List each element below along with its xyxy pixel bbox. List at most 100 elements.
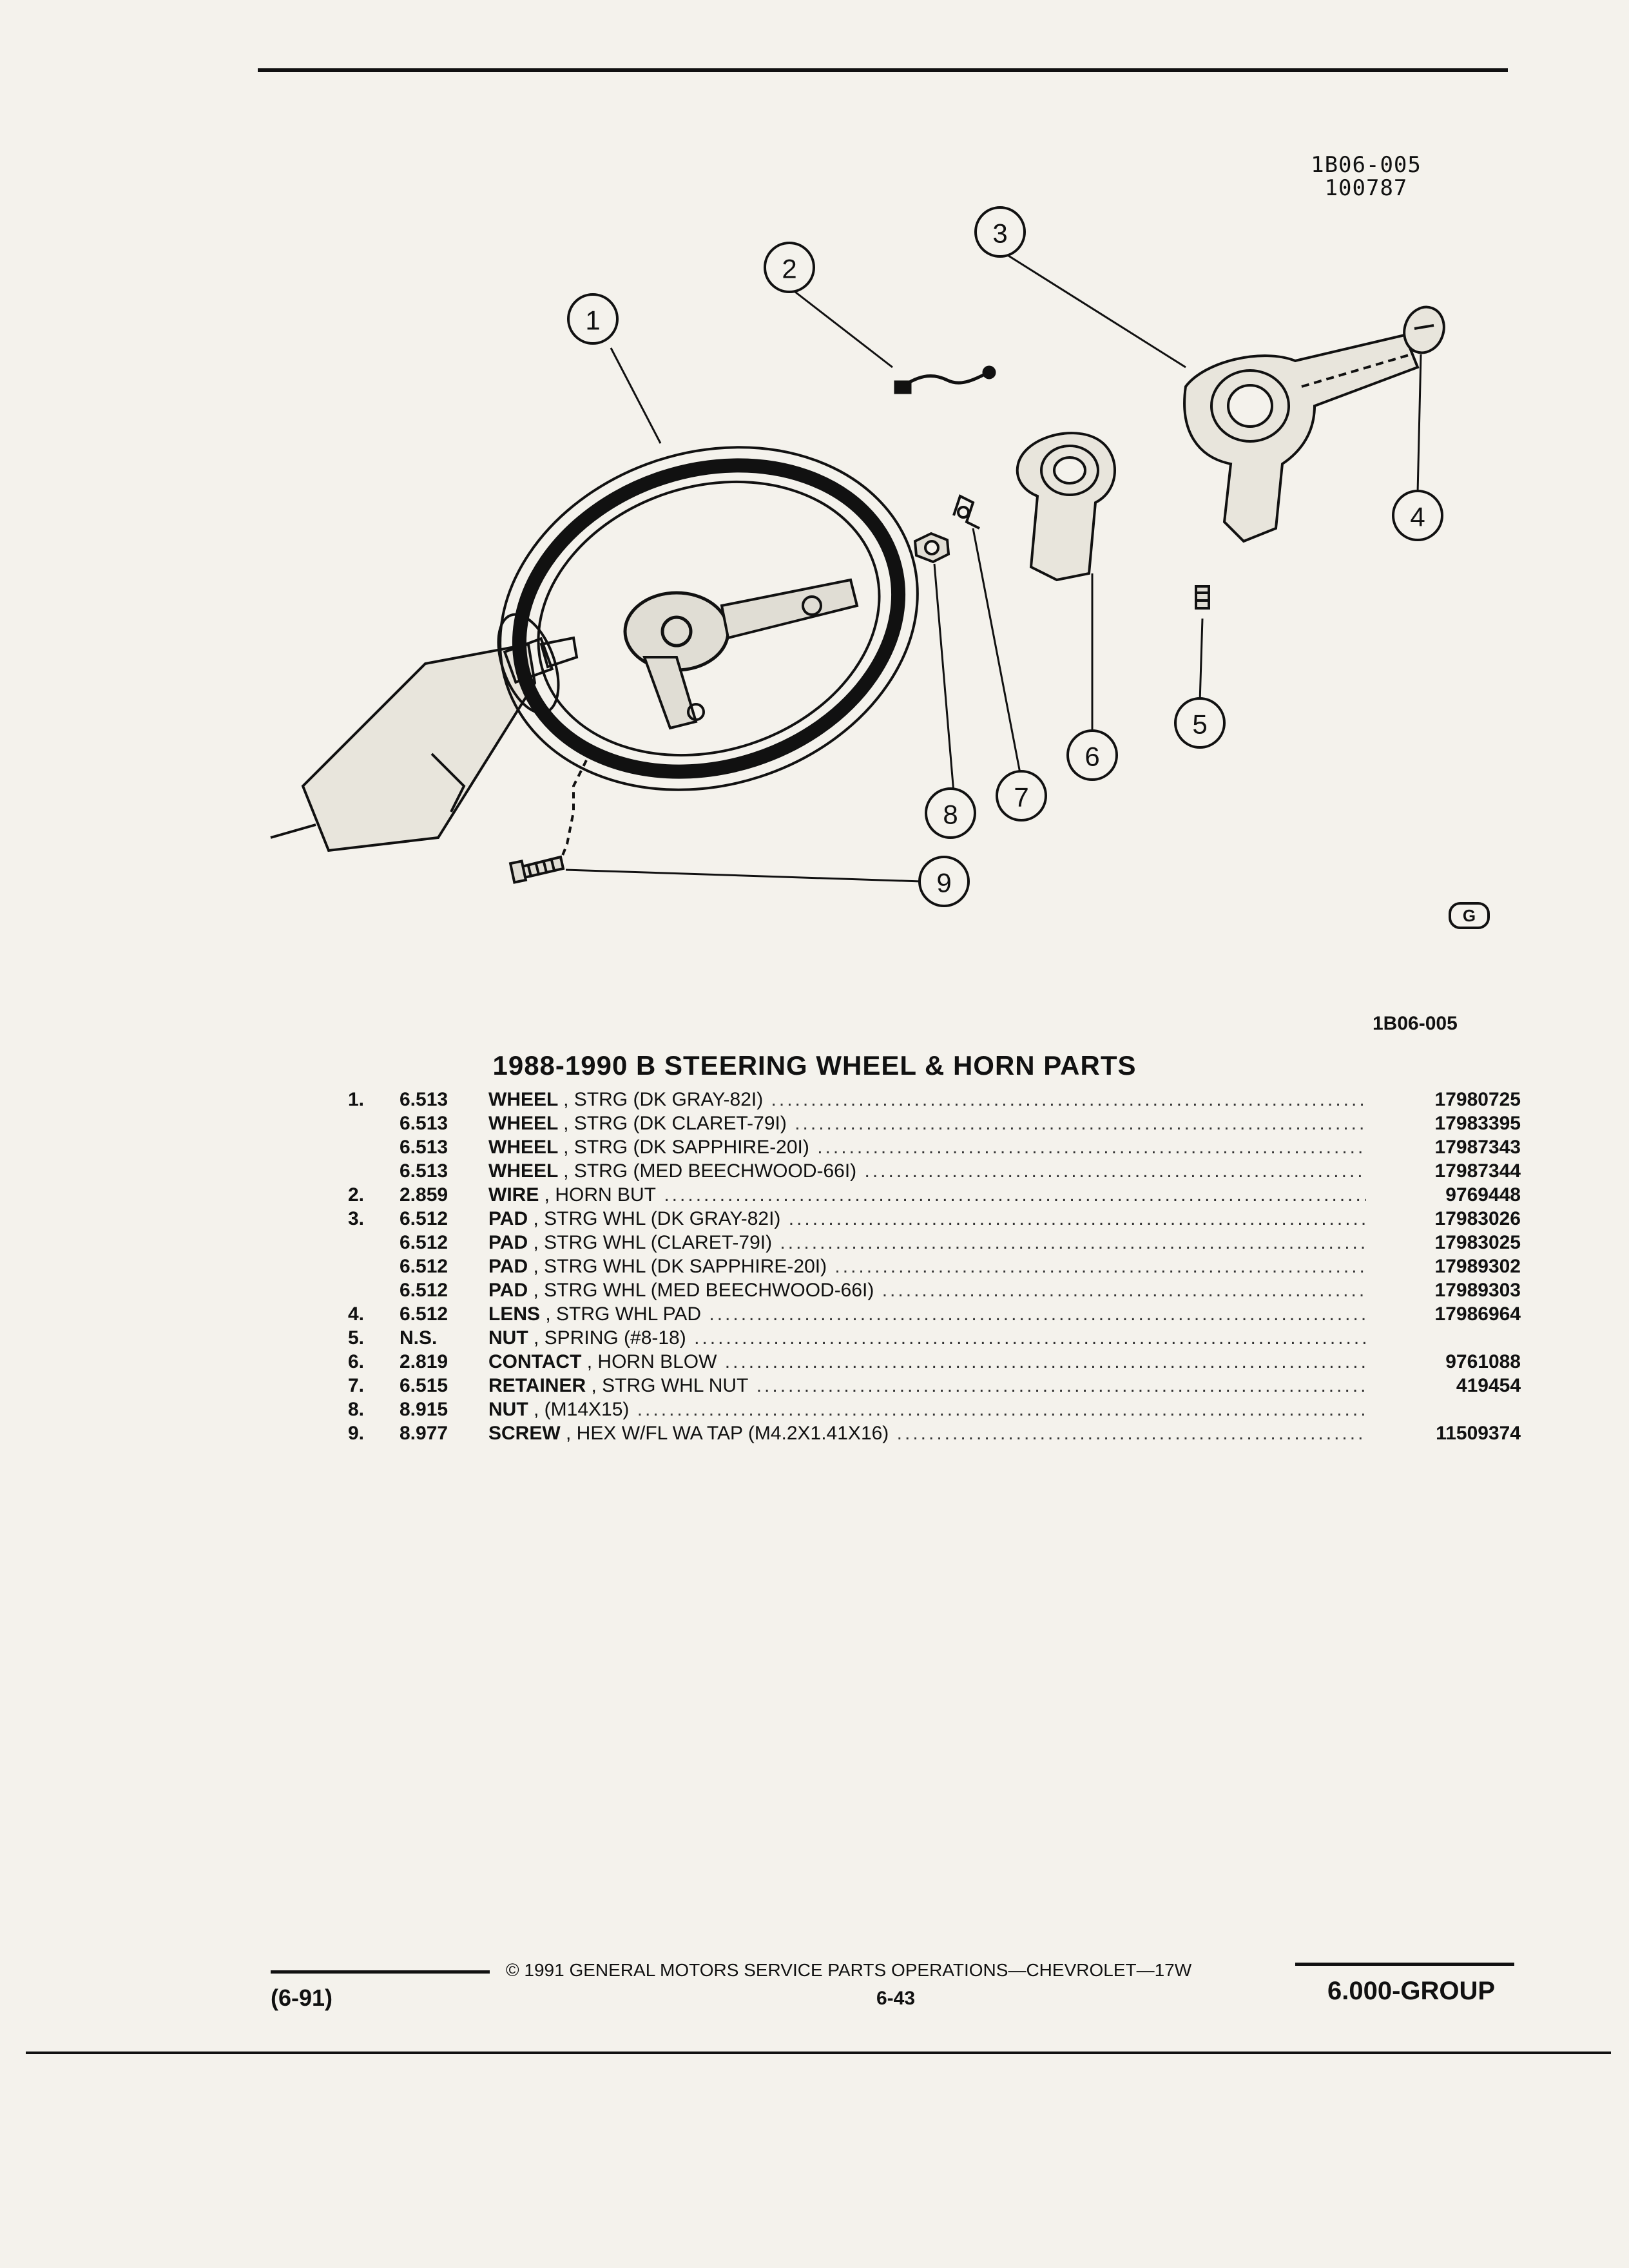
part-name: PAD (488, 1280, 528, 1301)
part-detail: , SPRING (#8-18) (534, 1327, 686, 1349)
callout-label-3: 3 (992, 218, 1007, 249)
group-reference: 6.513 (400, 1160, 448, 1182)
part-number: 17987343 (1434, 1137, 1521, 1158)
group-reference: 6.513 (400, 1089, 448, 1110)
part-number: 17986964 (1434, 1303, 1521, 1325)
part-number: 17980725 (1434, 1089, 1521, 1110)
leader-dots: ........................................… (795, 1113, 1366, 1134)
callout-9: 9 (918, 856, 970, 907)
item-number: 9. (348, 1423, 365, 1444)
group-reference: 8.977 (400, 1423, 448, 1444)
part-name: LENS (488, 1303, 541, 1325)
leader-dots: ........................................… (817, 1137, 1366, 1158)
group-reference: 6.512 (400, 1280, 448, 1301)
part-description: WHEEL , STRG (DK GRAY-82I) .............… (488, 1089, 1366, 1111)
part-detail: , STRG (DK GRAY-82I) (563, 1089, 764, 1110)
part-description: WHEEL , STRG (DK CLARET-79I) ...........… (488, 1113, 1366, 1135)
part-description: NUT , (M14X15) .........................… (488, 1399, 1366, 1421)
part-detail: , STRG (DK SAPPHIRE-20I) (563, 1137, 809, 1158)
part-detail: , STRG WHL PAD (545, 1303, 702, 1325)
gm-division-logo: G (1449, 902, 1490, 929)
group-reference: 8.915 (400, 1399, 448, 1420)
group-reference: 6.512 (400, 1232, 448, 1253)
parts-list-row: 5.N.S.NUT , SPRING (#8-18) .............… (348, 1327, 1521, 1351)
part-number: 17983025 (1434, 1232, 1521, 1253)
group-reference: 6.513 (400, 1137, 448, 1158)
steering-wheel-illustration (499, 446, 919, 791)
item-number: 8. (348, 1399, 365, 1420)
callout-leader-lines (565, 250, 1422, 883)
drawing-date: 100787 (1324, 175, 1408, 201)
group-reference: 6.515 (400, 1375, 448, 1396)
leader-dots: ........................................… (694, 1327, 1366, 1349)
part-detail: , HORN BUT (544, 1184, 657, 1206)
part-detail: , STRG WHL (DK SAPPHIRE-20I) (533, 1256, 827, 1277)
part-description: PAD , STRG WHL (DK GRAY-82I) ...........… (488, 1208, 1366, 1230)
part-description: PAD , STRG WHL (DK SAPPHIRE-20I) .......… (488, 1256, 1366, 1278)
part-description: RETAINER , STRG WHL NUT ................… (488, 1375, 1366, 1397)
leader-dots: ........................................… (864, 1160, 1367, 1182)
item-number: 7. (348, 1375, 365, 1396)
part-name: NUT (488, 1399, 528, 1420)
part-name: WIRE (488, 1184, 539, 1206)
part-name: RETAINER (488, 1375, 586, 1396)
leader-dots: ........................................… (780, 1232, 1366, 1253)
leader-dots: ........................................… (882, 1280, 1366, 1301)
part-number: 17987344 (1434, 1160, 1521, 1182)
callout-label-7: 7 (1014, 782, 1028, 812)
part-detail: , HORN BLOW (586, 1351, 717, 1372)
leader-dots: ........................................… (724, 1351, 1366, 1372)
callout-label-8: 8 (943, 800, 958, 830)
bottom-rule (26, 2052, 1611, 2054)
part-number: 17983395 (1434, 1113, 1521, 1134)
item-number: 6. (348, 1351, 365, 1372)
callout-3: 3 (974, 206, 1026, 258)
callout-6: 6 (1066, 729, 1118, 781)
part-number: 419454 (1456, 1375, 1521, 1396)
part-name: WHEEL (488, 1160, 558, 1182)
callout-4: 4 (1392, 490, 1443, 541)
callout-1: 1 (567, 293, 619, 345)
part-name: SCREW (488, 1423, 561, 1444)
part-name: PAD (488, 1256, 528, 1277)
leader-dots: ........................................… (788, 1208, 1366, 1229)
top-rule (258, 68, 1508, 72)
group-reference: 2.859 (400, 1184, 448, 1206)
footer-rule-right (1295, 1963, 1514, 1966)
group-reference: 6.513 (400, 1113, 448, 1134)
leader-dots: ........................................… (756, 1375, 1366, 1396)
footer-date: (6-91) (271, 1984, 333, 2011)
part-detail: , STRG WHL (CLARET-79I) (533, 1232, 773, 1253)
part-detail: , STRG WHL (DK GRAY-82I) (533, 1208, 781, 1229)
part-number: 9761088 (1445, 1351, 1521, 1372)
group-reference: N.S. (400, 1327, 438, 1349)
callout-8: 8 (925, 787, 976, 839)
part-name: NUT (488, 1327, 528, 1349)
group-reference: 6.512 (400, 1208, 448, 1229)
part-detail: , STRG WHL NUT (591, 1375, 749, 1396)
callout-label-6: 6 (1084, 742, 1099, 772)
horn-contact-illustration (1016, 432, 1116, 582)
leader-dots: ........................................… (664, 1184, 1366, 1206)
part-name: PAD (488, 1208, 528, 1229)
part-number: 17989303 (1434, 1280, 1521, 1301)
spring-nut-illustration (1195, 585, 1210, 610)
callout-5: 5 (1174, 697, 1226, 749)
page-title: 1988-1990 B STEERING WHEEL & HORN PARTS (492, 1050, 1137, 1081)
steering-wheel-exploded-diagram: 1 2 3 4 5 6 7 8 (270, 206, 1445, 907)
part-number: 17989302 (1434, 1256, 1521, 1277)
part-number: 17983026 (1434, 1208, 1521, 1229)
part-name: WHEEL (488, 1089, 558, 1110)
callout-2: 2 (764, 242, 815, 293)
part-name: CONTACT (488, 1351, 582, 1372)
